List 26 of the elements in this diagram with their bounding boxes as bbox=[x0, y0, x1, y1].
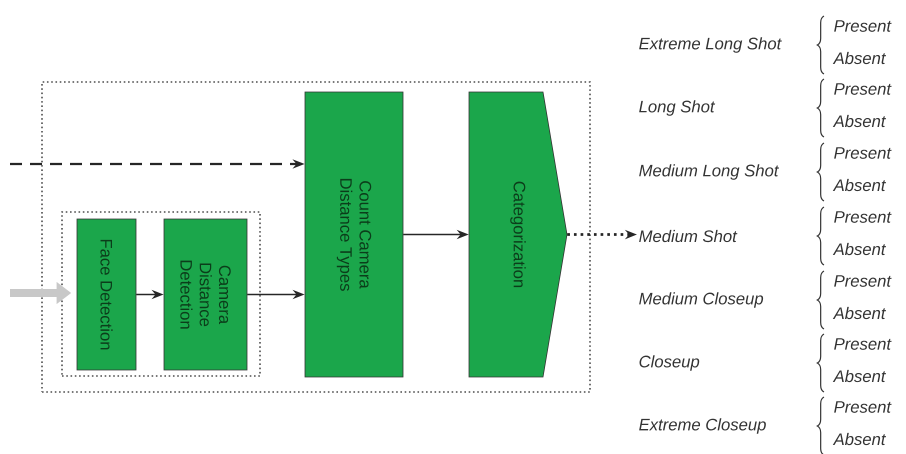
shot-label: Long Shot bbox=[639, 100, 716, 116]
option-label: Absent bbox=[832, 178, 886, 192]
shot-label: Medium Long Shot bbox=[639, 164, 780, 180]
option-label: Absent bbox=[832, 432, 886, 446]
option-label: Absent bbox=[832, 306, 886, 320]
process-box: Count Camera Distance Types bbox=[304, 92, 404, 378]
option-label: Present bbox=[834, 147, 892, 159]
option-label: Present bbox=[834, 275, 892, 287]
option-label: Present bbox=[834, 338, 892, 350]
option-label: Absent bbox=[832, 114, 886, 128]
dotted-frame bbox=[61, 211, 261, 377]
shot-label: Extreme Long Shot bbox=[639, 37, 782, 53]
option-label: Present bbox=[834, 83, 892, 95]
process-box: Camera Distance Detection bbox=[164, 218, 248, 370]
shot-label: Medium Closeup bbox=[639, 292, 764, 308]
process-box: Face Detection bbox=[76, 218, 136, 370]
option-label: Present bbox=[834, 20, 892, 32]
shot-label: Medium Shot bbox=[639, 230, 738, 242]
dotted-frame bbox=[41, 81, 591, 393]
option-label: Absent bbox=[832, 242, 886, 256]
shot-label: Extreme Closeup bbox=[639, 418, 766, 434]
option-label: Present bbox=[834, 401, 892, 413]
option-label: Present bbox=[834, 211, 892, 223]
option-label: Absent bbox=[832, 370, 886, 382]
option-label: Absent bbox=[832, 52, 886, 64]
shot-label: Closeup bbox=[640, 355, 700, 371]
